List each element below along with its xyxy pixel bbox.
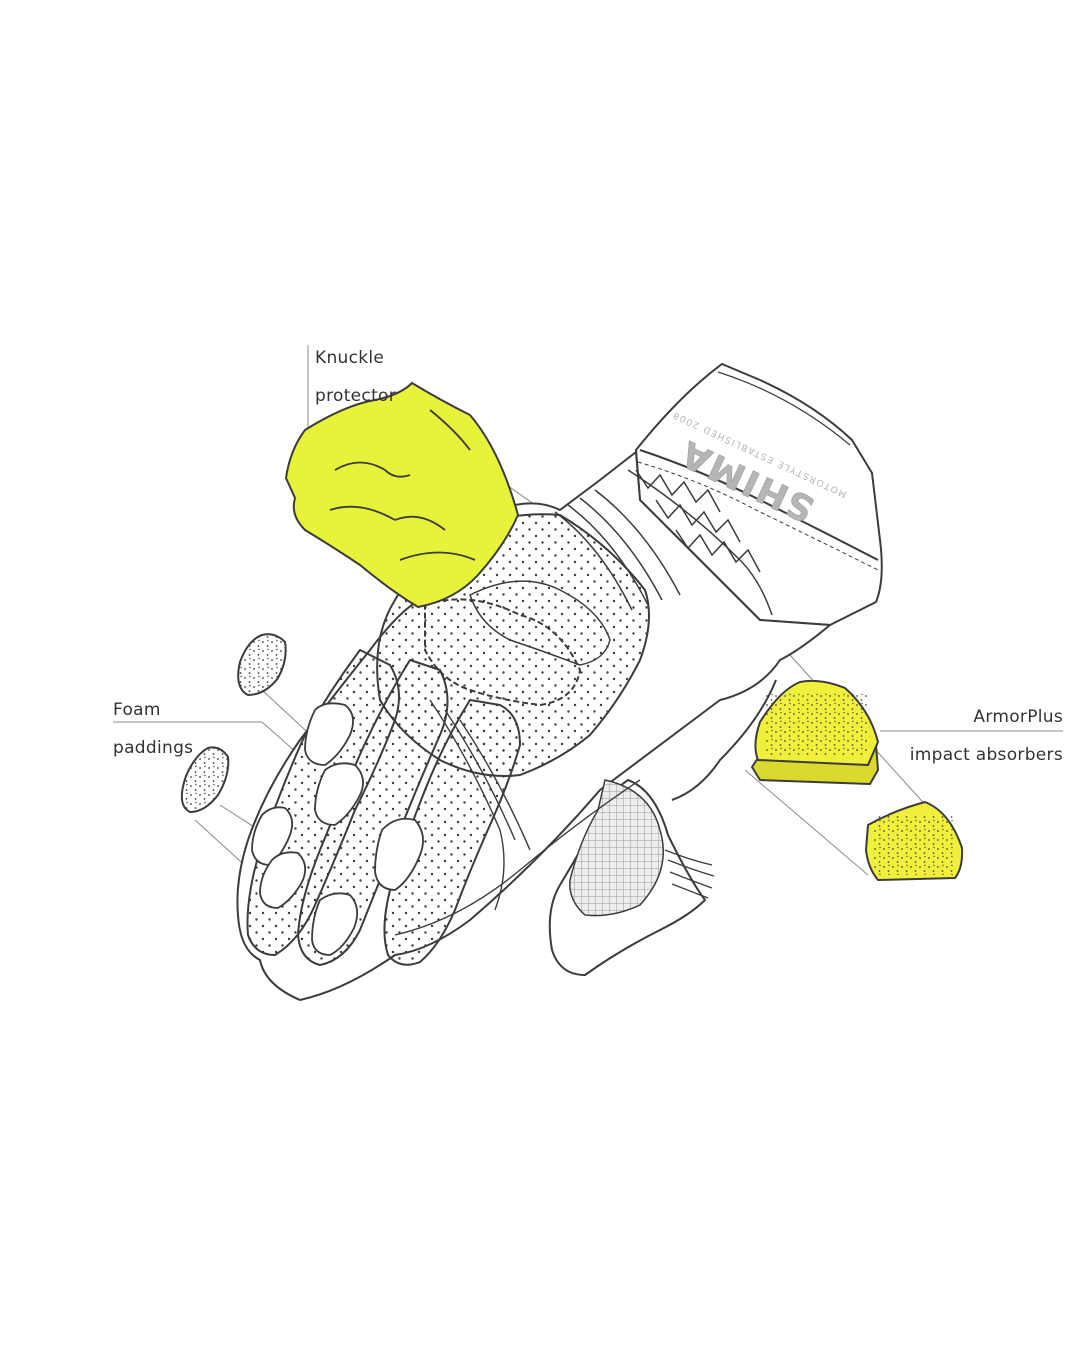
armor-label-line2: impact absorbers	[909, 745, 1063, 765]
foam-pads	[180, 633, 287, 813]
armorplus-label: ArmorPlus impact absorbers	[910, 689, 1063, 784]
foam-guide-3	[194, 819, 251, 871]
armor-guide-2	[744, 769, 869, 876]
knuckle-protector-label: Knuckle protector	[315, 330, 396, 425]
armor-absorber-1-speck	[765, 692, 870, 757]
armor-label-line1: ArmorPlus	[973, 707, 1063, 727]
finger-pads	[251, 702, 424, 956]
foam-pad-1	[237, 633, 287, 696]
armorplus-absorbers	[751, 679, 964, 881]
palm-seams	[394, 699, 641, 936]
knuckle-inner	[469, 580, 611, 666]
zigzag-detail	[635, 469, 761, 573]
glove-cuff	[635, 363, 883, 626]
foam-label-line1: Foam	[113, 700, 161, 720]
wrist-stripes	[554, 469, 773, 616]
knuckle-label-line1: Knuckle	[315, 348, 385, 368]
foam-label-line2: paddings	[113, 738, 194, 758]
armor-absorber-2-speck	[873, 815, 955, 875]
foam-pad-2	[180, 746, 230, 813]
foam-paddings-label: Foam paddings	[113, 682, 193, 777]
thumb-mesh	[569, 779, 664, 917]
knuckle-label-line2: protector	[315, 386, 397, 406]
knuckle-outline	[424, 598, 582, 707]
knuckle-protector-contours	[329, 409, 476, 561]
thumb-stripes	[664, 849, 715, 899]
